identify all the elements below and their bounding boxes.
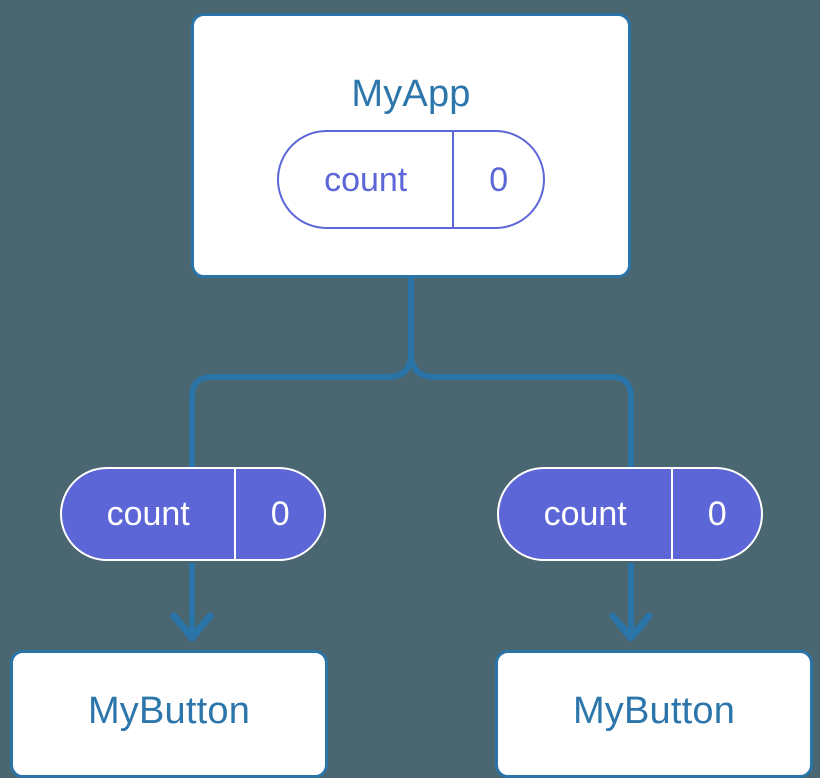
split-branch-left — [189, 352, 414, 467]
prop-pill-right-count[interactable]: count 0 — [497, 467, 763, 561]
prop-value-label: 0 — [234, 469, 324, 559]
component-title-mybutton-left: MyButton — [87, 690, 251, 732]
prop-key-label: count — [106, 495, 190, 533]
state-pill-myapp-count[interactable]: count 0 — [277, 130, 545, 229]
split-branch-right — [408, 352, 634, 467]
prop-pill-left-count[interactable]: count 0 — [60, 467, 326, 561]
arrow-head-right — [609, 612, 653, 642]
state-key-label: count — [324, 160, 408, 199]
state-value-label: 0 — [452, 132, 543, 227]
arrow-head-left — [170, 612, 214, 642]
component-box-mybutton-left[interactable]: MyButton — [10, 650, 328, 778]
component-box-mybutton-right[interactable]: MyButton — [495, 650, 813, 778]
component-title-myapp: MyApp — [351, 73, 471, 115]
prop-value-label: 0 — [671, 469, 761, 559]
prop-key-label: count — [543, 495, 627, 533]
component-title-mybutton-right: MyButton — [572, 690, 736, 732]
